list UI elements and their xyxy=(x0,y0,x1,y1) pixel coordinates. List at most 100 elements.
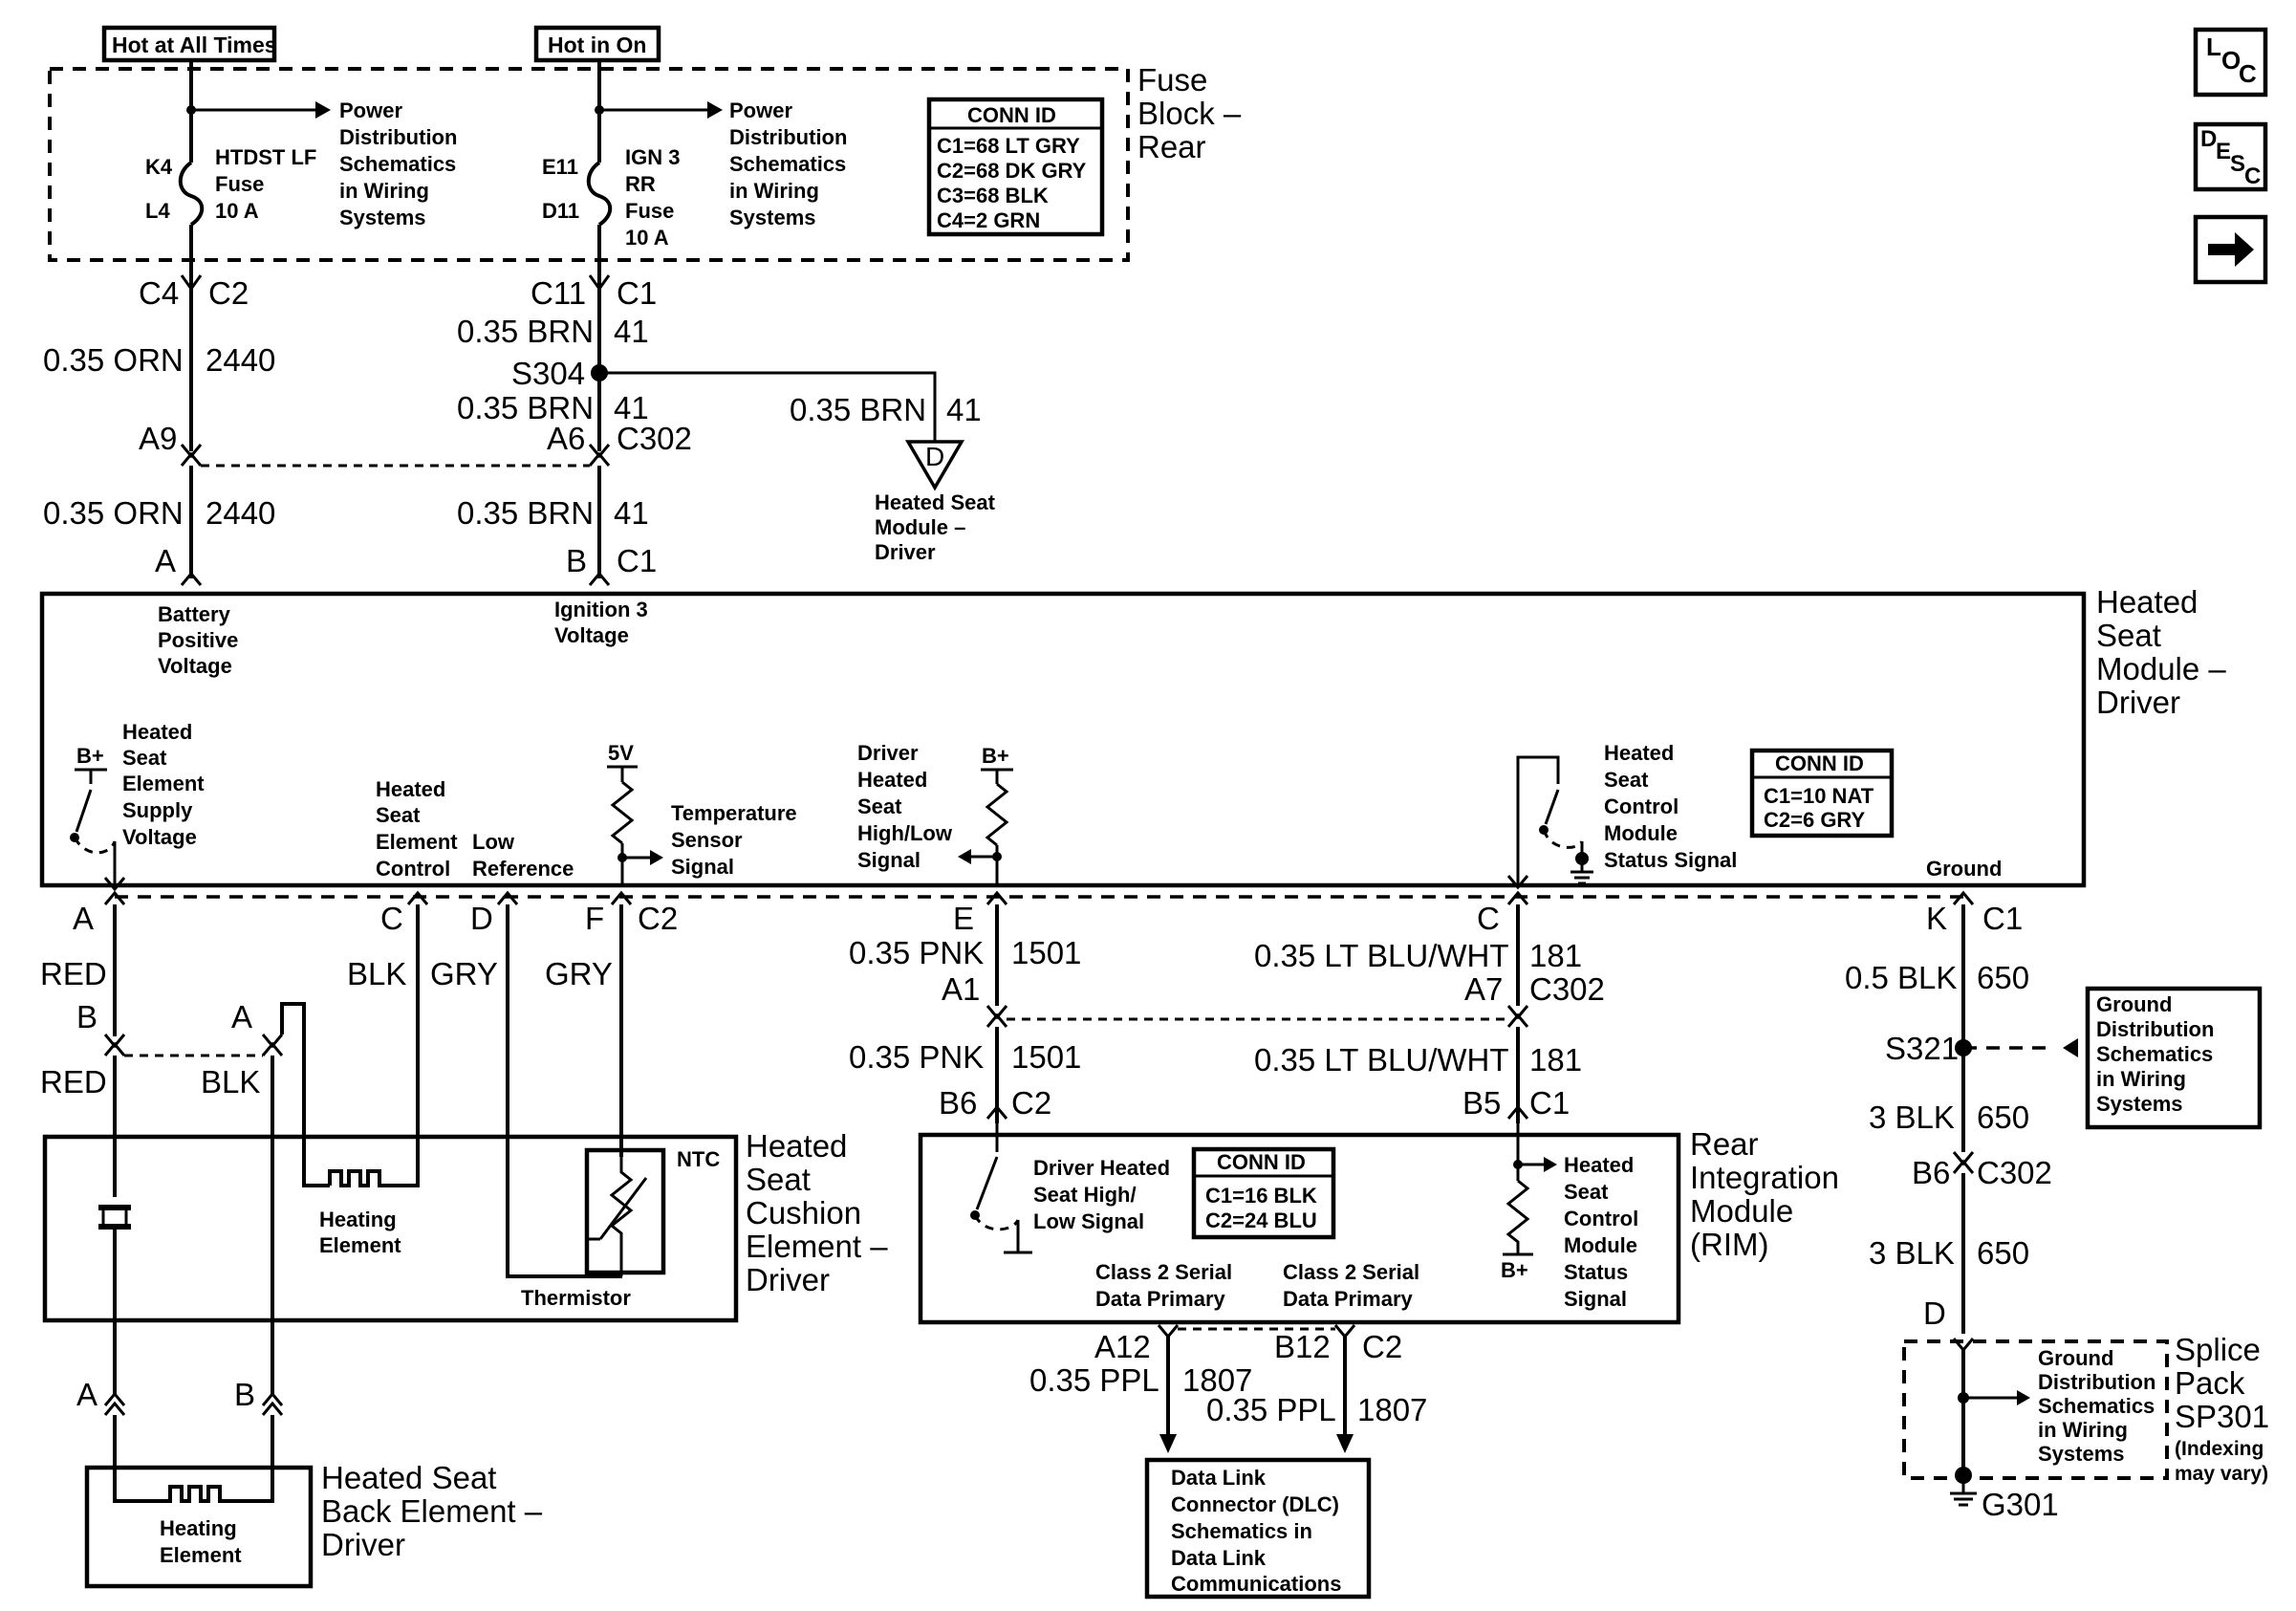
next-page-button[interactable] xyxy=(2193,214,2268,285)
circuit-650-3: 650 xyxy=(1977,1235,2029,1271)
pin-b12: B12 xyxy=(1274,1329,1331,1364)
pin-a6: A6 xyxy=(547,421,585,456)
fuse2-label-3: Fuse xyxy=(625,199,674,223)
dlc-box-line-2: Connector (DLC) xyxy=(1171,1492,1339,1516)
wire-ppl-2: 0.35 PPL xyxy=(1206,1392,1336,1427)
fuse1-label-2: Fuse xyxy=(215,172,264,196)
circuit-1807-2: 1807 xyxy=(1357,1392,1427,1427)
upper-wiring: D Heated Seat Module – Driver C4 C2 C11 … xyxy=(43,272,996,586)
rim-status-label-3: Control xyxy=(1564,1207,1638,1230)
ntc-thermistor-icon xyxy=(584,1147,666,1276)
module-conn-id: CONN ID C1=10 NAT C2=6 GRY xyxy=(1749,748,1895,838)
conn-c2-bottom: C2 xyxy=(638,901,678,936)
back-title-1: Heated Seat xyxy=(321,1460,496,1495)
gnd-ref-line-1: Ground xyxy=(2096,992,2172,1016)
rim-bplus: B+ xyxy=(1501,1258,1528,1282)
conn-c302-top: C302 xyxy=(617,421,692,456)
pin-a12: A12 xyxy=(1094,1329,1151,1364)
ground-distribution-ref-box: Ground Distribution Schematics in Wiring… xyxy=(2085,986,2263,1130)
class2-left-2: Data Primary xyxy=(1095,1287,1226,1311)
loc-c: C xyxy=(2239,59,2257,88)
pin-b6-gnd: B6 xyxy=(1912,1155,1950,1190)
pin-d-gnd: D xyxy=(1923,1295,1946,1331)
control-label-2: Seat xyxy=(376,803,421,827)
ground-g301: G301 xyxy=(1982,1487,2059,1522)
rim-status-label-1: Heated xyxy=(1564,1153,1634,1177)
circuit-41-3: 41 xyxy=(946,392,982,427)
highlow-label-1: Driver xyxy=(857,741,919,765)
cushion-heating-element-icon xyxy=(328,904,420,1187)
status-label-5: Status Signal xyxy=(1604,848,1737,872)
desc-c: C xyxy=(2244,163,2261,189)
dlc-box-line-5: Communications xyxy=(1171,1572,1341,1596)
status-label-4: Module xyxy=(1604,821,1678,845)
circuit-1807-1: 1807 xyxy=(1182,1362,1252,1398)
conn-c2-rim: C2 xyxy=(1011,1085,1051,1121)
rim-title-3: Module xyxy=(1690,1193,1793,1229)
wire-blk-gnd-1: 0.5 BLK xyxy=(1845,960,1957,995)
wire-blk-gnd-2: 3 BLK xyxy=(1869,1099,1955,1135)
cushion-title-2: Seat xyxy=(746,1162,811,1197)
loc-o: O xyxy=(2221,46,2241,75)
battery-label-3: Voltage xyxy=(158,654,232,678)
module-title-1: Heated xyxy=(2096,584,2198,620)
heated-seat-module-driver: Heated Seat Module – Driver Battery Posi… xyxy=(39,584,2226,892)
circuit-2440-2: 2440 xyxy=(206,495,275,531)
conn-id-line-4: C4=2 GRN xyxy=(937,208,1040,232)
splice-ref-line-1: Ground xyxy=(2038,1346,2113,1370)
fuse1-bottom-pin: L4 xyxy=(145,199,170,223)
hot-at-all-times-label: Hot at All Times xyxy=(112,33,277,57)
desc-d: D xyxy=(2200,126,2217,152)
cushion-heating-label-2: Element xyxy=(319,1233,401,1257)
back-heating-label-2: Element xyxy=(160,1543,242,1567)
splice-title-1: Splice xyxy=(2175,1332,2261,1367)
battery-label-1: Battery xyxy=(158,602,231,626)
cushion-title-5: Driver xyxy=(746,1262,830,1297)
cushion-title-1: Heated xyxy=(746,1128,847,1164)
ntc-label: NTC xyxy=(677,1147,720,1171)
module-title-3: Module – xyxy=(2096,651,2226,686)
heated-seat-cushion: Heated Seat Cushion Element – Driver Hea… xyxy=(42,1128,888,1323)
circuit-181-1: 181 xyxy=(1529,938,1582,973)
fuse2-label-1: IGN 3 xyxy=(625,145,680,169)
wire-brn-4: 0.35 BRN xyxy=(457,495,594,531)
power-ref-2-line3: Schematics xyxy=(729,152,846,176)
circuit-41-4: 41 xyxy=(614,495,649,531)
module-title-2: Seat xyxy=(2096,618,2161,653)
pin-b6-rim: B6 xyxy=(939,1085,977,1121)
control-label-1: Heated xyxy=(376,777,445,801)
rim-status-label-5: Status xyxy=(1564,1260,1628,1284)
conn-id-title: CONN ID xyxy=(967,103,1056,127)
fuse-block-title-2: Block – xyxy=(1137,96,1242,131)
status-label-1: Heated xyxy=(1604,741,1674,765)
wire-brn-1: 0.35 BRN xyxy=(457,314,594,349)
desc-button[interactable]: D E S C xyxy=(2193,121,2268,192)
fuse2-label-2: RR xyxy=(625,172,656,196)
dlc-wiring: A12 0.35 PPL 1807 B12 C2 0.35 PPL 1807 xyxy=(1029,1324,1427,1453)
splice-ref-line-2: Distribution xyxy=(2038,1370,2155,1394)
supply-switch-icon xyxy=(70,768,126,892)
cushion-heating-label-1: Heating xyxy=(319,1208,397,1231)
offpage-label-2: Module – xyxy=(875,515,965,539)
conn-c11: C11 xyxy=(531,275,586,311)
conn-c4: C4 xyxy=(139,275,179,311)
fuse1-label-1: HTDST LF xyxy=(215,145,316,169)
bplus-1: B+ xyxy=(76,744,104,768)
module-conn-id-title: CONN ID xyxy=(1775,751,1864,775)
battery-label-2: Positive xyxy=(158,628,238,652)
wire-pnk-2: 0.35 PNK xyxy=(849,1039,984,1075)
status-switch-icon xyxy=(1506,755,1593,890)
back-heating-element-icon xyxy=(113,1415,274,1503)
pin-a-bottom: A xyxy=(73,901,94,936)
power-ref-1-line3: Schematics xyxy=(339,152,456,176)
circuit-1501-1: 1501 xyxy=(1011,935,1081,970)
rim-status-label-4: Module xyxy=(1564,1233,1637,1257)
rim-title-1: Rear xyxy=(1690,1126,1759,1162)
highlow-label-3: Seat xyxy=(857,795,902,818)
loc-button[interactable]: L O C xyxy=(2193,27,2268,98)
status-label-2: Seat xyxy=(1604,768,1649,792)
module-pin-b-top: B xyxy=(566,543,587,578)
conn-c1-fuse: C1 xyxy=(617,275,657,311)
power-ref-2-line4: in Wiring xyxy=(729,179,819,203)
ground-label: Ground xyxy=(1926,857,2002,881)
